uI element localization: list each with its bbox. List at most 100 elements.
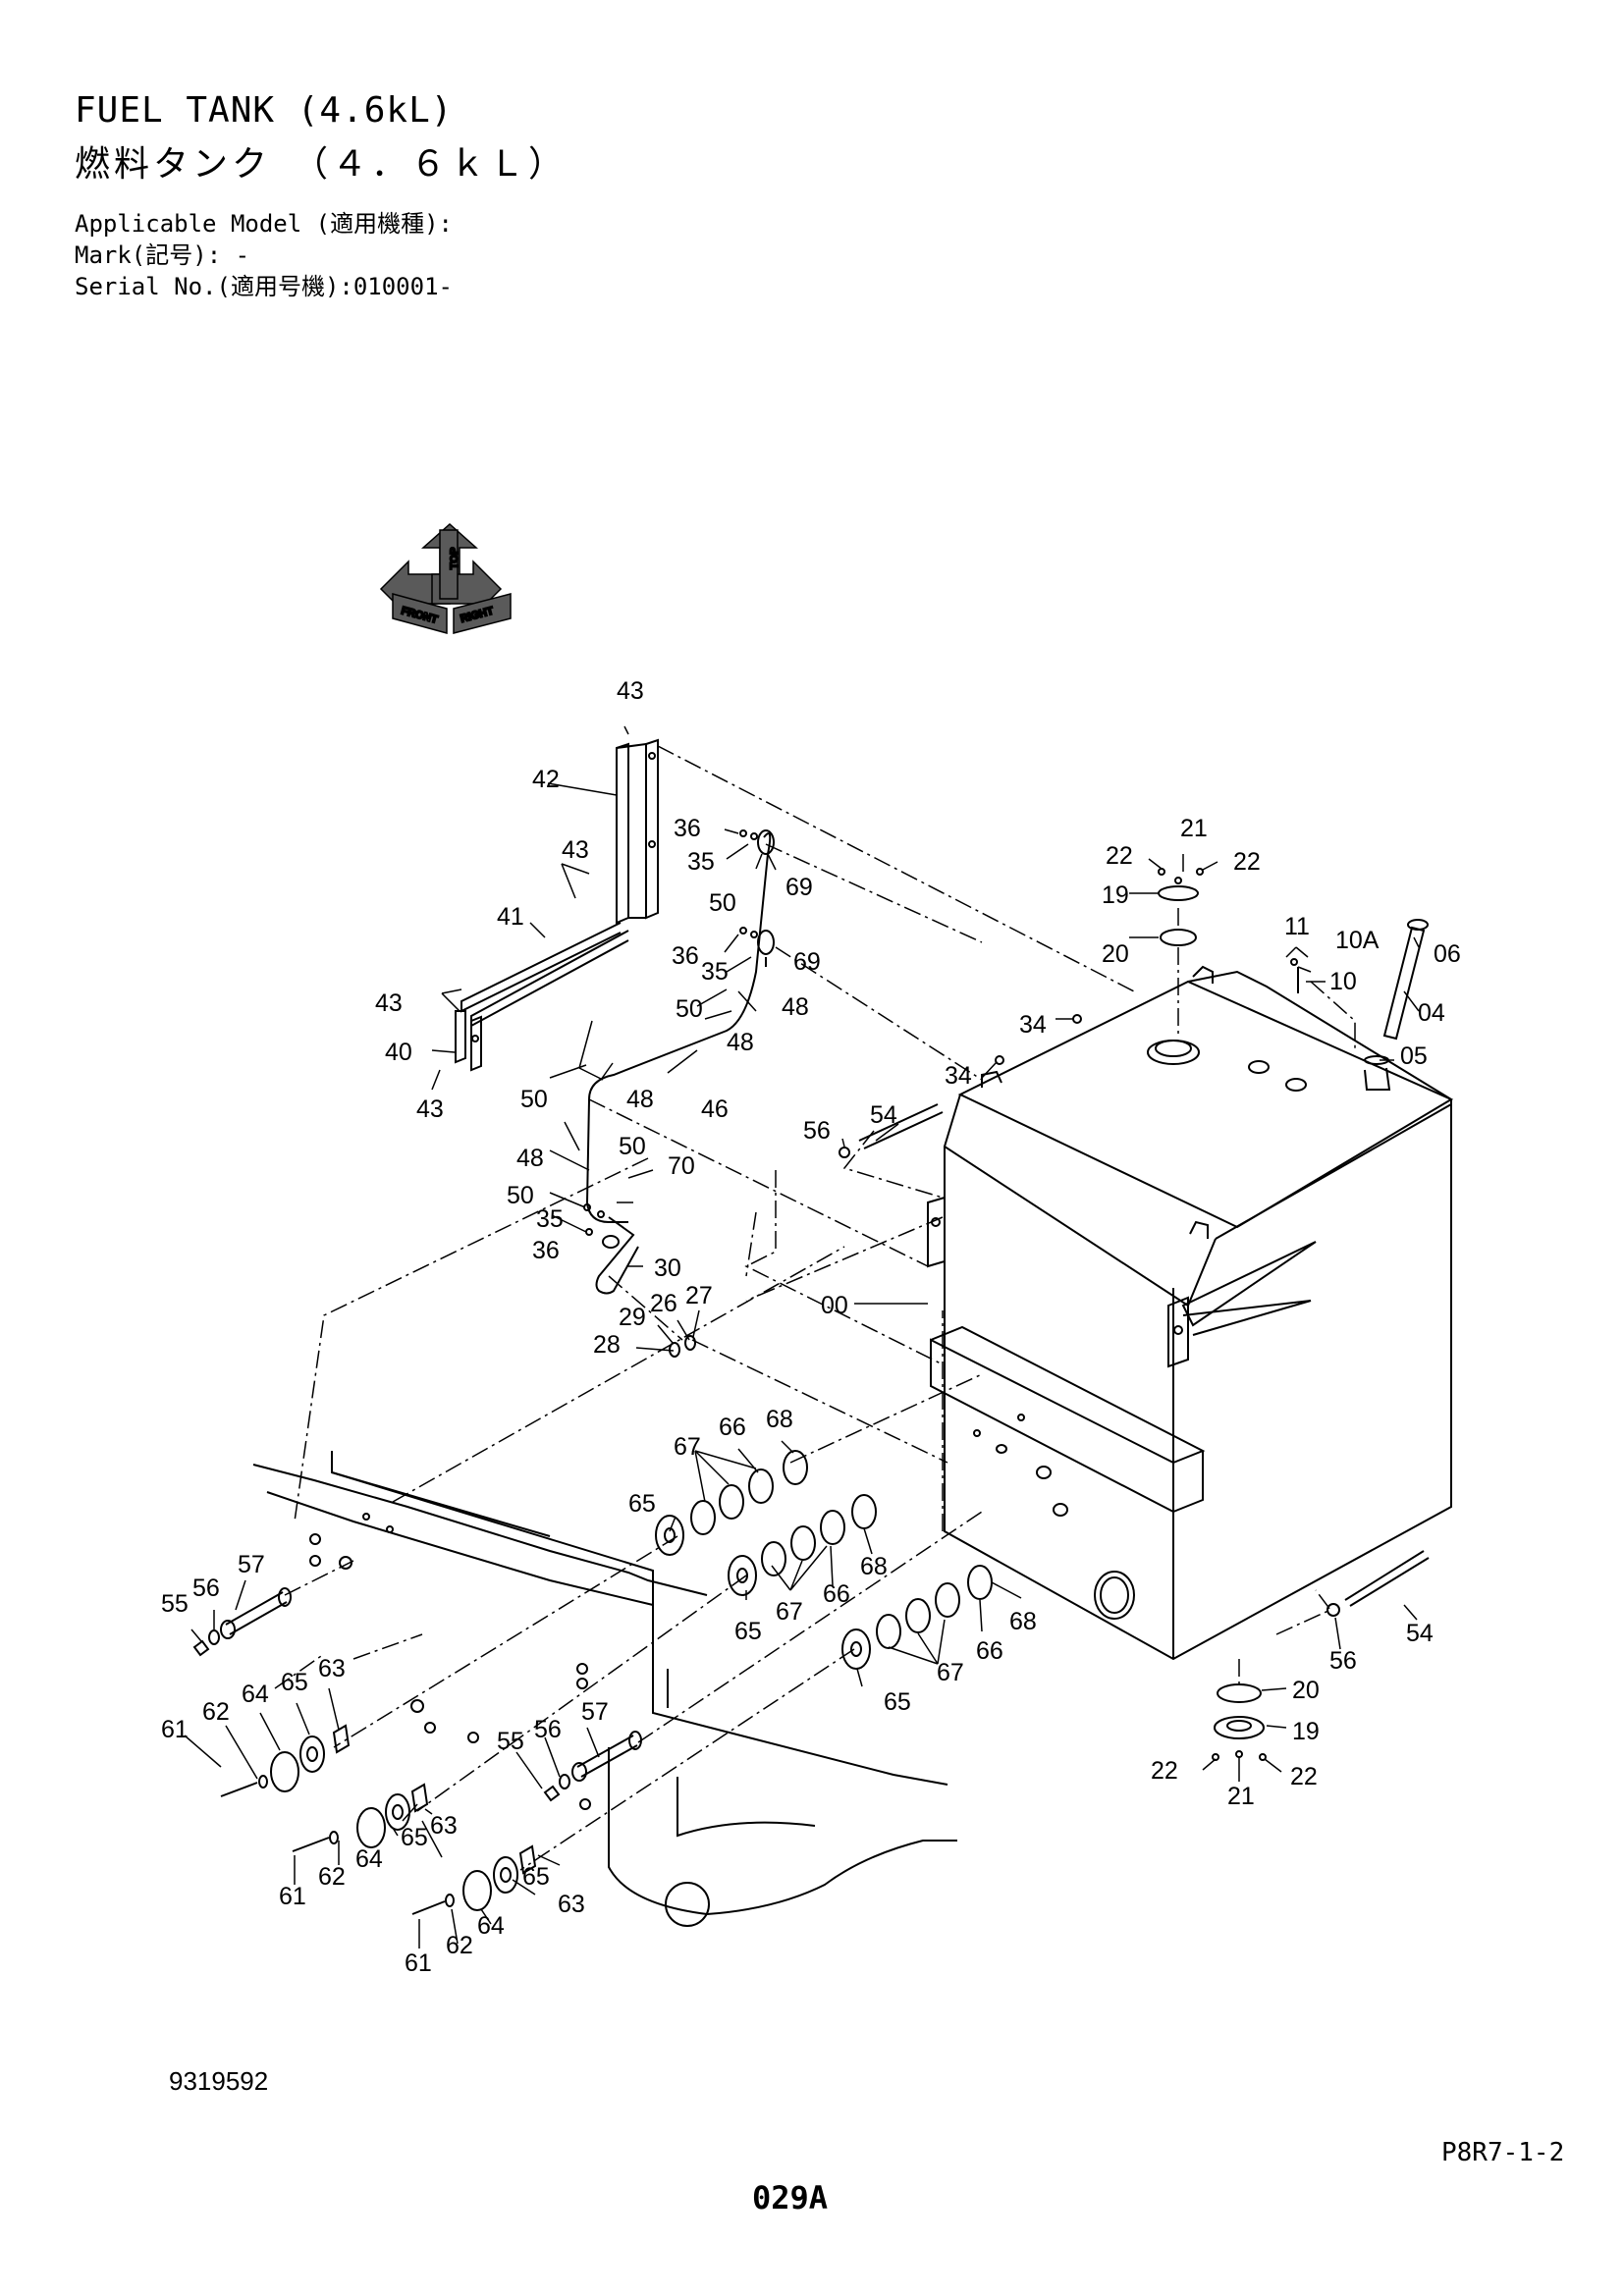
title-japanese: 燃料タンク （４．６ｋＬ）: [75, 144, 568, 185]
callout: 68: [1009, 1608, 1037, 1635]
applicable-model-label: Applicable Model (適用機種):: [75, 210, 453, 238]
bracket-assembly: [455, 738, 659, 1072]
callout: 56: [803, 1117, 831, 1145]
callout: 35: [687, 848, 715, 876]
callout: 41: [497, 903, 524, 931]
callout: 61: [405, 1949, 432, 1977]
serial-number-label: Serial No.(適用号機):010001-: [75, 273, 453, 300]
callout: 50: [507, 1182, 534, 1209]
callout: 06: [1434, 940, 1461, 968]
callout: 70: [668, 1152, 695, 1180]
callout: 62: [446, 1932, 473, 1959]
callout: 43: [375, 989, 403, 1017]
callout: 61: [279, 1883, 306, 1910]
leader-lines: [184, 725, 1420, 1949]
callout: 50: [709, 889, 736, 917]
orientation-arrows-icon: FRONT RIGHT TOP: [379, 522, 512, 634]
fuel-tank: [927, 965, 1454, 1661]
callout: 48: [727, 1029, 754, 1056]
callout: 11: [1284, 913, 1310, 940]
callout: 68: [860, 1553, 888, 1580]
callout: 57: [238, 1551, 265, 1578]
callout: 35: [701, 958, 729, 986]
callout: 20: [1292, 1677, 1320, 1704]
callout: 65: [734, 1618, 762, 1645]
callout: 00: [821, 1292, 848, 1319]
callout: 64: [477, 1912, 505, 1940]
callout: 04: [1418, 999, 1445, 1027]
callout: 63: [318, 1655, 346, 1682]
callout: 19: [1292, 1718, 1320, 1745]
mounting-frame: [252, 1451, 957, 1927]
top-label: TOP: [449, 548, 460, 569]
callout: 62: [318, 1863, 346, 1891]
callout: 65: [884, 1688, 911, 1716]
callout: 63: [558, 1891, 585, 1918]
callout: 66: [976, 1637, 1003, 1665]
callout: 65: [281, 1669, 308, 1696]
clamp-band: [585, 829, 775, 1295]
callout: 67: [776, 1598, 803, 1626]
title-english: FUEL TANK (4.6kL): [75, 90, 454, 131]
callout: 69: [785, 874, 813, 901]
sheet-code: P8R7-1-2: [1441, 2138, 1565, 2167]
page-number: 029A: [752, 2179, 829, 2216]
callout: 28: [593, 1331, 621, 1359]
callout: 34: [945, 1062, 972, 1090]
callout: 10A: [1335, 927, 1380, 954]
callout: 54: [1406, 1620, 1434, 1647]
callout: 50: [676, 995, 703, 1023]
top-cover-parts: [1158, 868, 1204, 946]
callout-labels: 43 42 36 35 69 50 43 41 36 35 69 43 50 4…: [161, 677, 1461, 1977]
long-bolts: [839, 1103, 1430, 1617]
callout: 48: [626, 1086, 654, 1113]
callout: 22: [1106, 842, 1133, 870]
callout: 50: [520, 1086, 548, 1113]
callout: 22: [1151, 1757, 1178, 1785]
callout: 54: [870, 1101, 897, 1129]
callout: 43: [562, 836, 589, 864]
callout: 63: [430, 1812, 458, 1840]
callout: 48: [516, 1145, 544, 1172]
callout: 10: [1329, 968, 1357, 995]
callout: 69: [793, 948, 821, 976]
callout: 56: [192, 1575, 220, 1602]
callout: 21: [1227, 1783, 1255, 1810]
callout: 46: [701, 1095, 729, 1123]
callout: 26: [650, 1290, 677, 1317]
callout: 05: [1400, 1042, 1428, 1070]
callout: 67: [937, 1659, 964, 1686]
callout: 30: [654, 1255, 681, 1282]
callout: 65: [401, 1824, 428, 1851]
callout: 36: [532, 1237, 560, 1264]
lower-bolt-stacks: [192, 1587, 642, 1915]
callout: 55: [161, 1590, 189, 1618]
phantom-lines: [274, 745, 1356, 1871]
callout: 42: [532, 766, 560, 793]
callout: 35: [536, 1205, 564, 1233]
callout: 66: [719, 1414, 746, 1441]
drawing-number: 9319592: [169, 2066, 269, 2096]
callout: 43: [416, 1095, 444, 1123]
callout: 27: [685, 1282, 713, 1309]
callout: 67: [674, 1433, 701, 1461]
callout: 57: [581, 1698, 609, 1726]
callout: 22: [1290, 1763, 1318, 1790]
callout: 62: [202, 1698, 230, 1726]
callout: 55: [497, 1728, 524, 1755]
callout: 34: [1019, 1011, 1047, 1039]
callout: 40: [385, 1039, 412, 1066]
callout: 64: [242, 1681, 269, 1708]
callout: 36: [672, 942, 699, 970]
callout: 56: [1329, 1647, 1357, 1675]
callout: 64: [355, 1845, 383, 1873]
callout: 66: [823, 1580, 850, 1608]
callout: 36: [674, 815, 701, 842]
callout: 20: [1102, 940, 1129, 968]
callout: 29: [619, 1304, 646, 1331]
callout: 43: [617, 677, 644, 705]
callout: 21: [1180, 815, 1208, 842]
callout: 68: [766, 1406, 793, 1433]
